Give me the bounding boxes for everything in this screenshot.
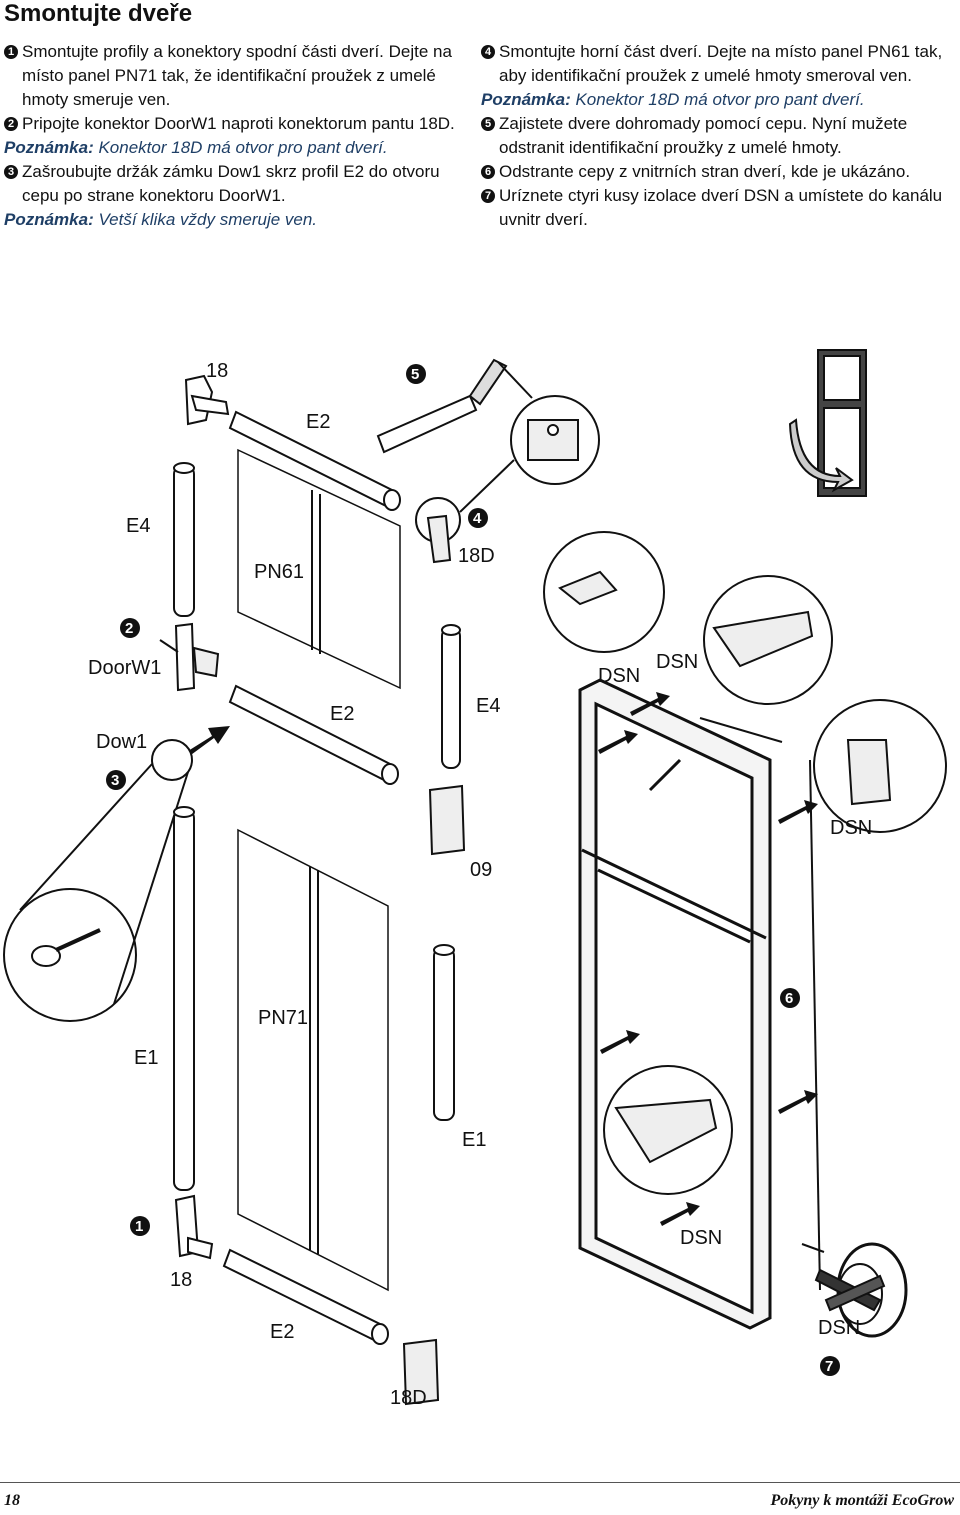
step-2: 2 Pripojte konektor DoorW1 naproti konek… [4,112,470,136]
label-pn71: PN71 [258,1007,308,1029]
detail-circle-dsn-2 [703,575,833,705]
profile-e1-left [173,806,195,1191]
label-e4-left: E4 [126,515,150,537]
step-number-badge: 3 [4,165,18,179]
scissors-icon [814,1242,908,1338]
profile-e2-middle [228,684,399,785]
step-1: 1 Smontujte profily a konektory spodní č… [4,40,470,112]
label-dsn: DSN [818,1317,860,1339]
document-title: Pokyny k montáži EcoGrow [770,1492,954,1509]
profile-e4-left [173,462,195,617]
label-e4-middle: E4 [476,695,500,717]
label-18-top: 18 [206,360,228,382]
step-badge-text: 2 [125,620,133,637]
detail-circle-18d-top [459,361,600,513]
connector-09 [428,784,466,856]
label-e2-bottom: E2 [270,1321,294,1343]
door-rotation-icon [788,349,867,497]
footer-divider [0,1482,960,1483]
label-dsn: DSN [598,665,640,687]
step-text: Odstrante cepy z vnitrních stran dverí, … [499,162,911,181]
assembly-diagram: 18 E2 E4 PN61 18D DoorW1 E2 E4 Dow1 09 P… [3,349,947,1409]
step-number-badge: 4 [481,45,495,59]
step-badge-text: 3 [111,772,119,789]
step-badge-1: 1 [130,1216,150,1236]
label-pn61: PN61 [254,561,304,583]
label-dow1: Dow1 [96,731,147,753]
detail-circle-dsn-1 [543,531,665,653]
step-number-badge: 2 [4,117,18,131]
label-18-bottom: 18 [170,1269,192,1291]
profile-e1-middle [433,944,455,1121]
page-number: 18 [4,1492,20,1509]
note-label: Poznámka: [481,90,571,109]
note: Poznámka: Konektor 18D má otvor pro pant… [481,88,951,112]
step-text: Zajistete dvere dohromady pomocí cepu. N… [499,114,908,157]
note: Poznámka: Konektor 18D má otvor pro pant… [4,136,470,160]
arrow-dow1 [180,726,230,760]
page-title: Smontujte dveře [4,0,193,27]
step-number-badge: 7 [481,189,495,203]
note-label: Poznámka: [4,210,94,229]
label-e2-top: E2 [306,411,330,433]
step-6: 6 Odstrante cepy z vnitrních stran dverí… [481,160,951,184]
step-text: Zašroubujte držák zámku Dow1 skrz profil… [22,162,440,205]
label-09: 09 [470,859,492,881]
step-badge-2: 2 [120,618,140,638]
detail-circle-dsn-3 [813,699,947,833]
insert-arrows [598,692,818,1226]
step-badge-5: 5 [406,364,426,384]
profile-e2-bottom [222,1248,389,1345]
step-text: Uríznete ctyri kusy izolace dverí DSN a … [499,186,943,229]
label-dsn: DSN [830,817,872,839]
label-e1-left: E1 [134,1047,158,1069]
connector-doorw1 [159,622,220,692]
step-badge-text: 6 [785,990,793,1007]
step-text: Smontujte horní část dverí. Dejte na mís… [499,42,943,85]
step-badge-text: 1 [135,1218,143,1235]
step-text: Smontujte profily a konektory spodní čás… [22,42,452,109]
connector-18-top [184,374,230,426]
step-badge-text: 5 [411,366,419,383]
note-text: Konektor 18D má otvor pro pant dverí. [93,138,388,157]
profile-e2-top [228,410,401,511]
note-text: Konektor 18D má otvor pro pant dverí. [570,90,865,109]
step-4: 4 Smontujte horní část dverí. Dejte na m… [481,40,951,88]
pin-part-step5 [376,358,508,454]
label-dsn: DSN [656,651,698,673]
label-dsn: DSN [680,1227,722,1249]
step-5: 5 Zajistete dvere dohromady pomocí cepu.… [481,112,951,160]
connector-18d-bottom [402,1338,440,1406]
step-3: 3 Zašroubujte držák zámku Dow1 skrz prof… [4,160,470,208]
note: Poznámka: Vetší klika vždy smeruje ven. [4,208,470,232]
step-badge-text: 7 [825,1358,833,1375]
label-e2-middle: E2 [330,703,354,725]
panel-pn71 [237,828,389,1292]
instructions-left: 1 Smontujte profily a konektory spodní č… [4,40,470,232]
step-number-badge: 5 [481,117,495,131]
profile-e4-middle [441,624,461,769]
step-badge-3: 3 [106,770,126,790]
step-badge-text: 4 [473,510,482,527]
label-e1-middle: E1 [462,1129,486,1151]
note-label: Poznámka: [4,138,94,157]
panel-pn61 [237,448,401,690]
label-18d-top: 18D [458,545,495,567]
connector-18-bottom [174,1194,214,1260]
step-badge-7: 7 [820,1356,840,1376]
step-7: 7 Uríznete ctyri kusy izolace dverí DSN … [481,184,951,232]
instructions-right: 4 Smontujte horní část dverí. Dejte na m… [481,40,951,232]
step-badge-6: 6 [780,988,800,1008]
detail-circle-dow1 [3,739,193,1022]
connector-18d-top [415,497,461,564]
seal-strip [699,717,825,1253]
detail-circle-dsn-4 [603,1065,733,1195]
step-number-badge: 6 [481,165,495,179]
label-doorw1: DoorW1 [88,657,161,679]
label-18d-bottom: 18D [390,1387,427,1409]
step-text: Pripojte konektor DoorW1 naproti konekto… [22,114,455,133]
note-text: Vetší klika vždy smeruje ven. [93,210,318,229]
step-badge-4: 4 [468,508,488,528]
step-number-badge: 1 [4,45,18,59]
